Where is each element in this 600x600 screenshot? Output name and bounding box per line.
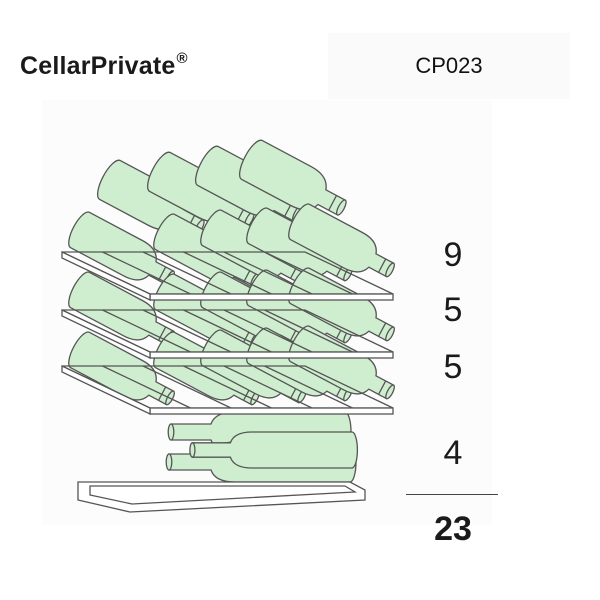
- shelf-layer: [61, 250, 394, 513]
- top-back-bottle-3: [239, 139, 347, 216]
- shelf3-bottle-0: [68, 331, 175, 406]
- shelf3-bottle-4: [288, 325, 395, 400]
- shelf-2-count: 5: [443, 291, 463, 329]
- bottom-tray: [77, 481, 366, 513]
- shelf-3-tray: [61, 364, 394, 416]
- model-label-box: CP023: [328, 33, 570, 99]
- model-number: CP023: [415, 53, 483, 78]
- shelf-3-count: 5: [443, 348, 463, 386]
- registered-mark: ®: [176, 50, 188, 67]
- total-divider-line: [406, 494, 498, 495]
- total-count: 23: [434, 510, 472, 548]
- bottom-bottle-2: [189, 431, 359, 469]
- brand-logo: CellarPrivate®: [20, 50, 188, 81]
- top-front-bottle-4: [288, 203, 395, 278]
- shelf2-bottle-4: [288, 267, 395, 342]
- bottom-shelf-count: 4: [443, 434, 463, 472]
- shelf-1-count: 9: [443, 236, 463, 274]
- shelf-1-tray: [61, 250, 394, 302]
- shelf-2-tray: [61, 308, 394, 360]
- brand-name: CellarPrivate: [20, 52, 176, 80]
